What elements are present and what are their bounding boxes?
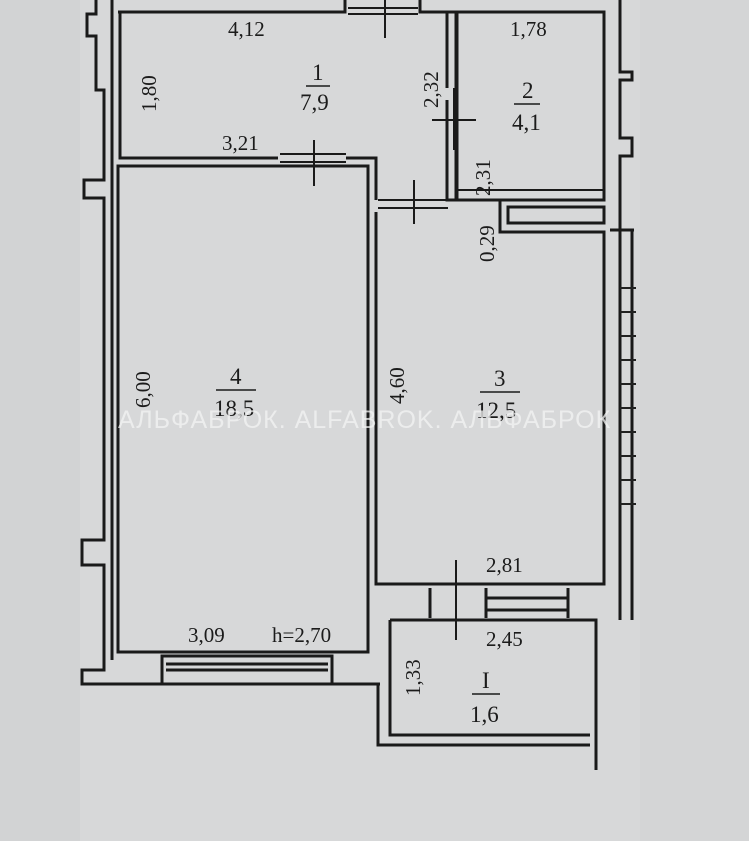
dim-wall-029: 0,29 [475,225,499,262]
room-label-2: 2 4,1 [512,78,541,135]
ceiling-height: h=2,70 [272,623,331,647]
room-4-walls [116,164,370,654]
shaft [506,205,606,225]
room-2-walls [455,10,606,202]
room-number: 1 [312,60,324,85]
door-markers [280,0,476,640]
dim-room1-height: 1,80 [137,75,161,112]
dim-corridor-232: 2,32 [419,71,443,108]
dim-room4-top: 3,21 [222,131,259,155]
dim-room1-width: 4,12 [228,17,265,41]
room-area: 1,6 [470,702,499,727]
balcony-door [428,588,570,618]
wall-ticks [620,287,636,505]
dim-balcony-height: 1,33 [401,659,425,696]
room-label-4: 4 18,5 [214,364,256,421]
dim-room3-height: 4,60 [385,367,409,404]
room-area: 7,9 [300,90,329,115]
dim-room4-width: 3,09 [188,623,225,647]
dim-room2-height: 2,31 [471,159,495,196]
dim-room3-width: 2,81 [486,553,523,577]
watermark: АЛЬФАБРОК. ALFABROK. АЛЬФАБРОК [118,406,611,434]
dim-balcony-width: 2,45 [486,627,523,651]
room-1-walls [118,12,278,160]
room-number: 2 [522,78,534,103]
window-room-4 [160,654,334,686]
room-area: 4,1 [512,110,541,135]
room-number: 4 [230,364,242,389]
room-number: I [482,668,490,693]
balcony-walls [376,618,598,770]
room-number: 3 [494,366,506,391]
room-label-3: 3 12,5 [476,366,520,423]
outer-wall-right [618,0,634,620]
room-label-balcony: I 1,6 [470,668,500,727]
room-area: 12,5 [476,398,516,423]
outer-wall-left [80,0,380,686]
dim-room4-height: 6,00 [131,371,155,408]
room-area: 18,5 [214,396,254,421]
top-wall [118,0,347,14]
room-3-walls [374,222,606,586]
room-label-1: 1 7,9 [300,60,330,115]
dim-room2-width: 1,78 [510,17,547,41]
